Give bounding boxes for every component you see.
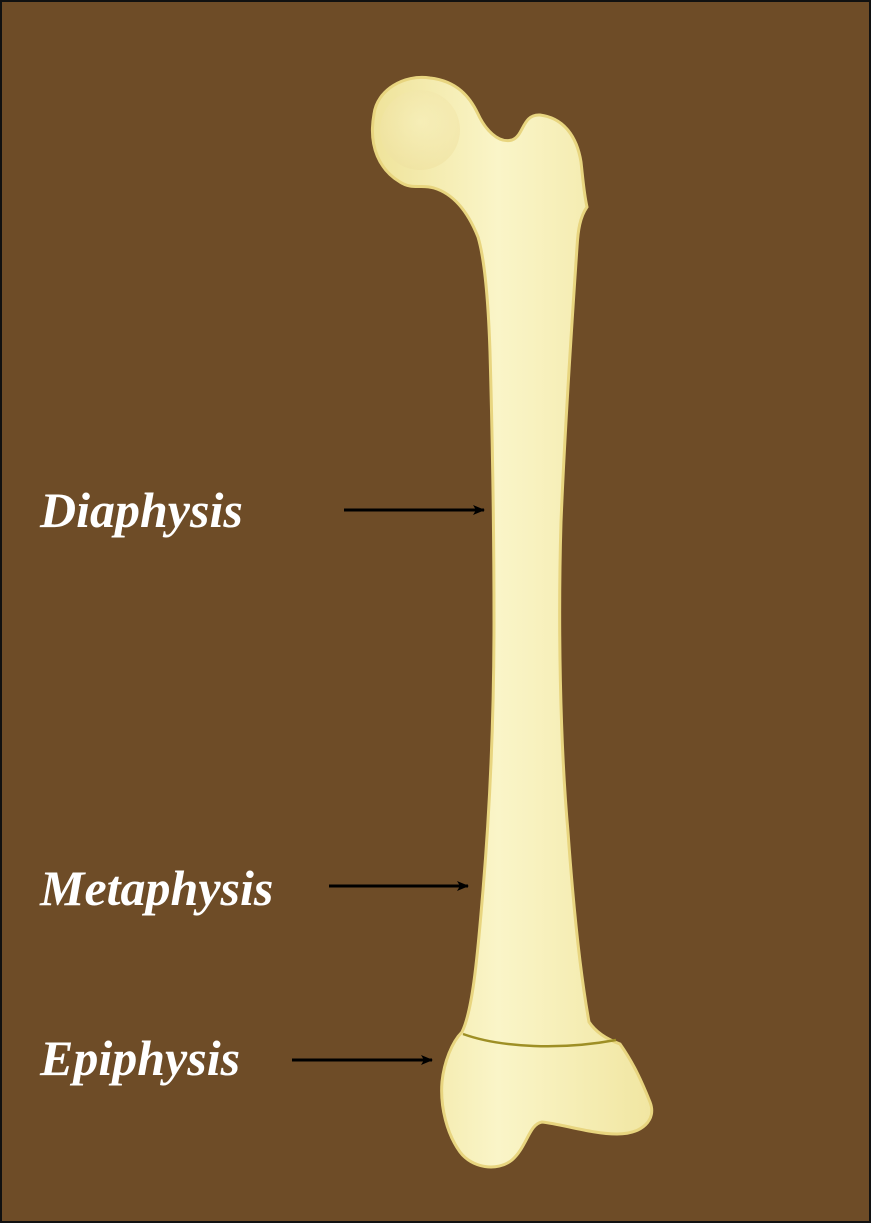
label-metaphysis: Metaphysis bbox=[39, 860, 273, 916]
femur-bone bbox=[372, 77, 651, 1167]
femoral-head bbox=[380, 90, 460, 170]
label-epiphysis: Epiphysis bbox=[39, 1030, 240, 1086]
label-diaphysis: Diaphysis bbox=[39, 482, 243, 538]
